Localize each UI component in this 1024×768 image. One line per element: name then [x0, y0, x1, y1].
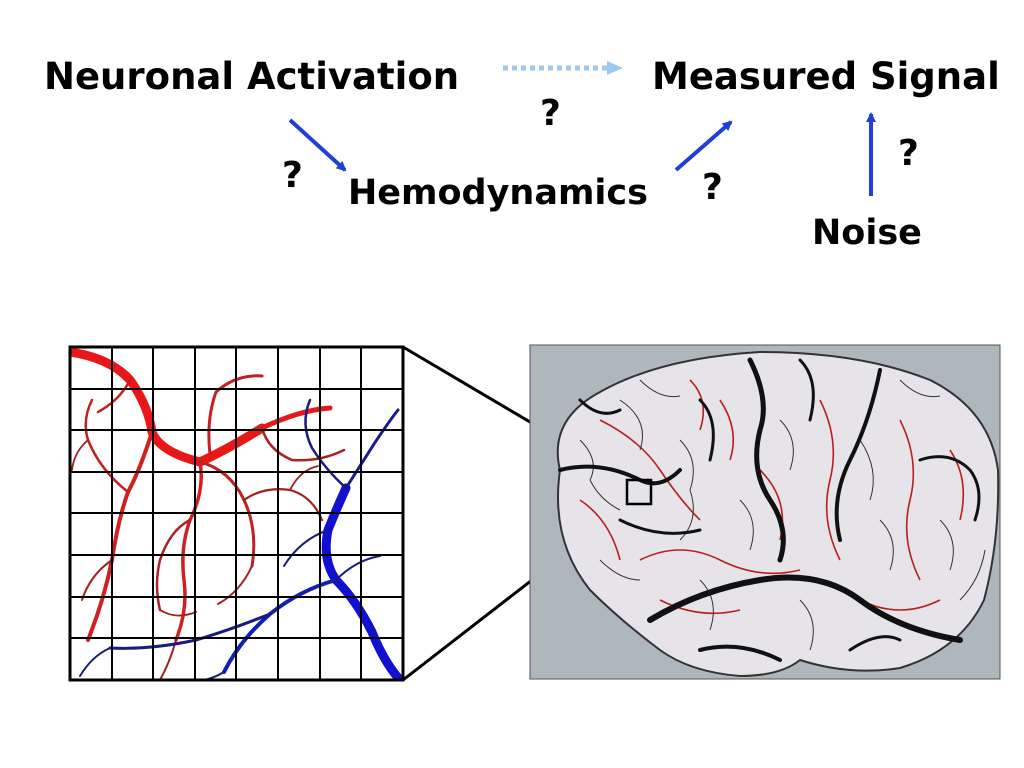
zoomed-vessel-panel: [68, 345, 405, 682]
label-noise: Noise: [812, 213, 922, 253]
label-hemodynamics: Hemodynamics: [348, 173, 648, 213]
question-mark-neuronal-hemo: ?: [282, 155, 303, 196]
question-mark-direct: ?: [540, 93, 561, 134]
arrow-hemodynamics-to-signal: [674, 120, 733, 172]
vein-network: [79, 398, 403, 680]
zoom-region-box: [625, 478, 653, 506]
grid-lines: [70, 347, 403, 680]
question-mark-hemo-signal: ?: [702, 167, 723, 208]
label-measured-signal: Measured Signal: [652, 55, 1000, 98]
arrow-neuronal-to-hemodynamics: [288, 118, 347, 172]
brain-vasculature-image: [529, 344, 1001, 680]
question-mark-noise-signal: ?: [898, 133, 919, 174]
label-neuronal-activation: Neuronal Activation: [44, 55, 460, 98]
artery-network: [70, 347, 346, 680]
